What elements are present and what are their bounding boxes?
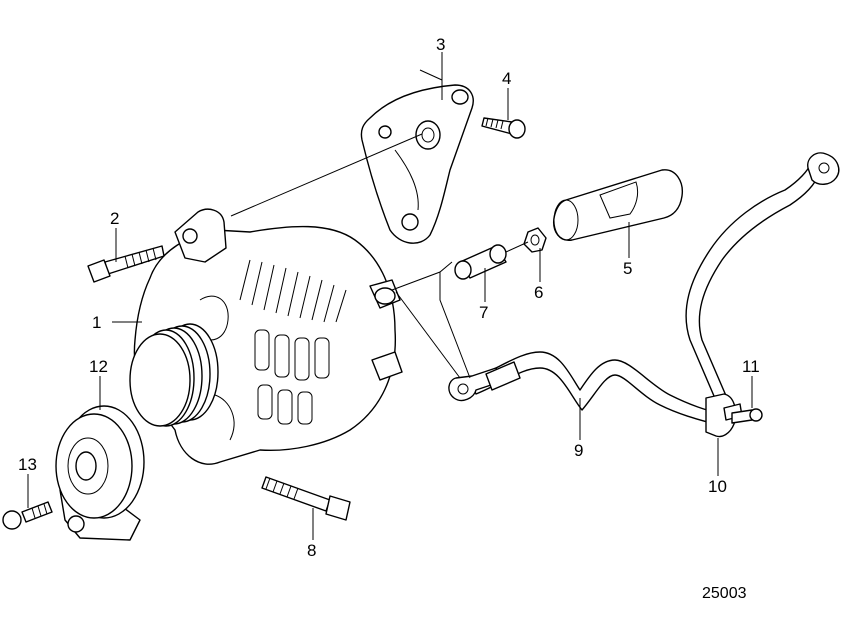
bolt-bracket <box>481 117 526 139</box>
callout-1: 1 <box>92 313 101 332</box>
callout-11: 11 <box>742 357 760 376</box>
bolt-long-upper <box>87 245 165 283</box>
callout-9: 9 <box>574 441 583 460</box>
bolt-tensioner <box>2 501 53 530</box>
clamp <box>705 393 743 438</box>
callout-13: 13 <box>18 455 37 474</box>
bolt-clamp <box>731 408 763 424</box>
belt-tensioner <box>55 405 145 541</box>
callout-12: 12 <box>89 357 108 376</box>
callout-labels: 1 2 3 4 5 6 7 8 9 10 11 12 13 25003 <box>18 35 760 602</box>
figure-number: 25003 <box>702 585 747 602</box>
bolt-long-lower <box>261 476 351 521</box>
callout-5: 5 <box>623 259 632 278</box>
alternator <box>129 208 403 465</box>
callout-4: 4 <box>502 69 511 88</box>
callout-2: 2 <box>110 209 119 228</box>
nut <box>523 227 547 253</box>
callout-7: 7 <box>479 303 488 322</box>
bracket <box>360 84 474 244</box>
callout-3: 3 <box>436 35 445 54</box>
callout-10: 10 <box>708 477 727 496</box>
spacer <box>454 244 507 280</box>
callout-8: 8 <box>307 541 316 560</box>
cable <box>448 152 840 427</box>
leader-lines <box>27 52 753 540</box>
callout-6: 6 <box>534 283 543 302</box>
protective-cap <box>553 169 683 241</box>
